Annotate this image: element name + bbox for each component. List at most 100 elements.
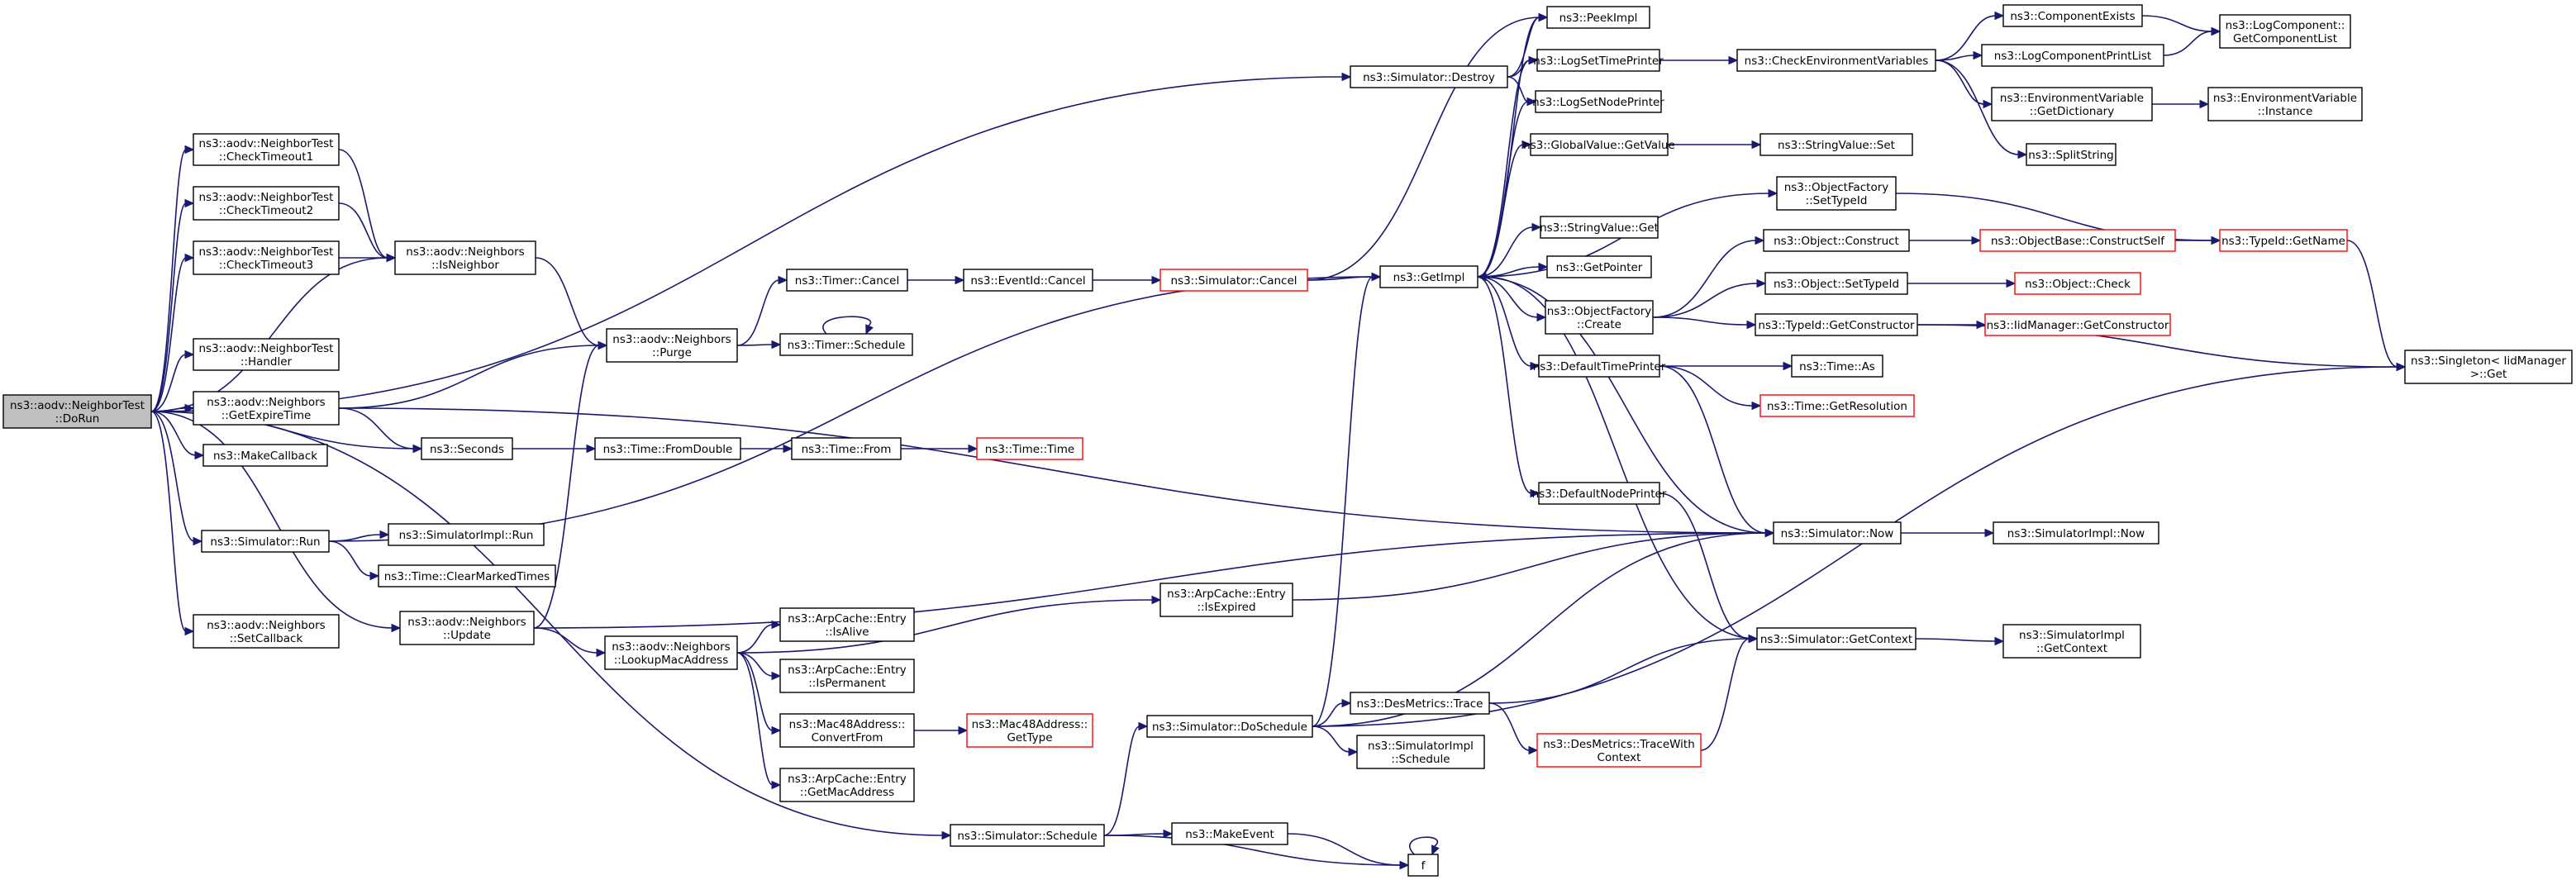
node-box bbox=[2002, 4, 2143, 27]
node-simimplnow[interactable]: ns3::SimulatorImpl::Now bbox=[1993, 521, 2159, 545]
node-label: ns3::StringValue::Set bbox=[1778, 139, 1895, 152]
node-macgettype[interactable]: ns3::Mac48Address::GetType bbox=[966, 713, 1093, 748]
node-seconds[interactable]: ns3::Seconds bbox=[421, 437, 513, 460]
node-splitstring[interactable]: ns3::SplitString bbox=[2026, 143, 2117, 166]
node-simimplschedule[interactable]: ns3::SimulatorImpl::Schedule bbox=[1356, 735, 1485, 769]
node-componentexists[interactable]: ns3::ComponentExists bbox=[2002, 4, 2143, 27]
node-checkenv[interactable]: ns3::CheckEnvironmentVariables bbox=[1736, 49, 1936, 72]
node-singletonget[interactable]: ns3::Singleton< IidManager>::Get bbox=[2404, 350, 2573, 384]
node-label: ns3::Timer::Cancel bbox=[795, 274, 899, 288]
node-timetime[interactable]: ns3::Time::Time bbox=[976, 437, 1083, 460]
node-label: ns3::Time::From bbox=[802, 443, 892, 456]
node-logsetnode[interactable]: ns3::LogSetNodePrinter bbox=[1532, 90, 1664, 113]
node-logcompprintlist[interactable]: ns3::LogComponentPrintList bbox=[1981, 44, 2164, 67]
node-simimplrun[interactable]: ns3::SimulatorImpl::Run bbox=[388, 523, 545, 546]
node-getname[interactable]: ns3::TypeId::GetName bbox=[2219, 229, 2348, 252]
node-label: ::GetDictionary bbox=[2030, 105, 2114, 118]
node-simimplgetcontext[interactable]: ns3::SimulatorImpl::GetContext bbox=[2002, 624, 2141, 659]
node-label: ::CheckTimeout3 bbox=[219, 259, 313, 272]
node-box bbox=[1536, 733, 1702, 768]
node-update[interactable]: ns3::aodv::Neighbors::Update bbox=[399, 611, 535, 645]
node-doschedule[interactable]: ns3::Simulator::DoSchedule bbox=[1146, 715, 1313, 738]
node-simdestroy[interactable]: ns3::Simulator::Destroy bbox=[1350, 65, 1508, 88]
node-getresolution[interactable]: ns3::Time::GetResolution bbox=[1759, 394, 1915, 417]
node-defnodeprinter[interactable]: ns3::DefaultNodePrinter bbox=[1532, 482, 1667, 505]
node-simcancel[interactable]: ns3::Simulator::Cancel bbox=[1159, 269, 1308, 292]
node-timerschedule[interactable]: ns3::Timer::Schedule bbox=[779, 333, 913, 356]
node-label: ::IsExpired bbox=[1197, 601, 1255, 614]
node-timefrom[interactable]: ns3::Time::From bbox=[791, 437, 902, 460]
node-objconstruct[interactable]: ns3::Object::Construct bbox=[1763, 229, 1910, 252]
edge-timerschedule-to-timerschedule bbox=[822, 316, 874, 335]
node-destrace[interactable]: ns3::DesMetrics::Trace bbox=[1350, 692, 1490, 715]
edge-doschedule-to-getimpl bbox=[1312, 272, 1382, 727]
node-svget[interactable]: ns3::StringValue::Get bbox=[1540, 216, 1659, 239]
node-convertfrom[interactable]: ns3::Mac48Address::ConvertFrom bbox=[779, 713, 915, 748]
node-getmacaddress[interactable]: ns3::ArpCache::Entry::GetMacAddress bbox=[779, 768, 915, 802]
node-handler[interactable]: ns3::aodv::NeighborTest::Handler bbox=[193, 338, 340, 371]
edge-simschedule-to-doschedule bbox=[1103, 721, 1149, 836]
node-constructself[interactable]: ns3::ObjectBase::ConstructSelf bbox=[1979, 229, 2176, 252]
node-label: ns3::DesMetrics::TraceWith bbox=[1543, 738, 1695, 751]
node-label: ns3::SimulatorImpl bbox=[2019, 629, 2125, 642]
node-box bbox=[1979, 229, 2176, 252]
node-label: ns3::PeekImpl bbox=[1559, 12, 1638, 25]
node-logcompgetlist[interactable]: ns3::LogComponent::GetComponentList bbox=[2219, 14, 2351, 49]
node-getexpiretime[interactable]: ns3::aodv::Neighbors::GetExpireTime bbox=[193, 391, 340, 426]
node-label: ns3::CheckEnvironmentVariables bbox=[1745, 55, 1929, 68]
node-getpointer[interactable]: ns3::GetPointer bbox=[1546, 255, 1652, 278]
node-svset[interactable]: ns3::StringValue::Set bbox=[1759, 133, 1913, 156]
node-label: ns3::GlobalValue::GetValue bbox=[1523, 139, 1675, 152]
node-makeevent[interactable]: ns3::MakeEvent bbox=[1171, 822, 1288, 845]
node-box bbox=[2014, 272, 2141, 295]
node-simrun[interactable]: ns3::Simulator::Run bbox=[201, 530, 330, 553]
node-setcallback[interactable]: ns3::aodv::Neighbors::SetCallback bbox=[193, 614, 340, 649]
node-label: ::SetCallback bbox=[230, 632, 303, 645]
node-label: GetType bbox=[1007, 731, 1052, 744]
node-deftimeprinter[interactable]: ns3::DefaultTimePrinter bbox=[1533, 354, 1666, 378]
node-logsettime[interactable]: ns3::LogSetTimePrinter bbox=[1533, 49, 1664, 72]
node-eventcancel[interactable]: ns3::EventId::Cancel bbox=[963, 269, 1093, 292]
node-getconstructor[interactable]: ns3::TypeId::GetConstructor bbox=[1755, 313, 1918, 336]
node-dorun[interactable]: ns3::aodv::NeighborTest::DoRun bbox=[2, 394, 152, 429]
node-label: ns3::Simulator::Schedule bbox=[957, 830, 1097, 843]
node-ispermanent[interactable]: ns3::ArpCache::Entry::IsPermanent bbox=[779, 659, 915, 693]
node-isalive[interactable]: ns3::ArpCache::Entry::IsAlive bbox=[779, 607, 915, 642]
node-envgetdict[interactable]: ns3::EnvironmentVariable::GetDictionary bbox=[1991, 87, 2153, 121]
node-checktimeout1[interactable]: ns3::aodv::NeighborTest::CheckTimeout1 bbox=[193, 133, 340, 166]
node-getimpl[interactable]: ns3::GetImpl bbox=[1379, 265, 1478, 288]
node-timeas[interactable]: ns3::Time::As bbox=[1791, 354, 1883, 378]
node-f[interactable]: f bbox=[1407, 854, 1439, 877]
node-simgetcontext[interactable]: ns3::Simulator::GetContext bbox=[1756, 627, 1917, 650]
node-fromdouble[interactable]: ns3::Time::FromDouble bbox=[594, 437, 741, 460]
node-peekimpl[interactable]: ns3::PeekImpl bbox=[1546, 6, 1650, 29]
node-isneighbor[interactable]: ns3::aodv::Neighbors::IsNeighbor bbox=[394, 240, 536, 275]
node-label: ns3::DefaultTimePrinter bbox=[1533, 360, 1666, 373]
node-objcheck[interactable]: ns3::Object::Check bbox=[2014, 272, 2141, 295]
node-box bbox=[976, 437, 1083, 460]
node-envinstance[interactable]: ns3::EnvironmentVariable::Instance bbox=[2207, 87, 2363, 121]
node-iidgetconstructor[interactable]: ns3::IidManager::GetConstructor bbox=[1984, 313, 2171, 336]
node-clearmarked[interactable]: ns3::Time::ClearMarkedTimes bbox=[378, 564, 556, 587]
node-lookupmac[interactable]: ns3::aodv::Neighbors::LookupMacAddress bbox=[604, 635, 738, 670]
edge-dorun-to-handler bbox=[150, 350, 195, 412]
node-simschedule[interactable]: ns3::Simulator::Schedule bbox=[950, 824, 1105, 847]
node-box bbox=[2404, 350, 2573, 384]
node-label: ns3::aodv::Neighbors bbox=[207, 396, 325, 409]
node-objsettypeid[interactable]: ns3::Object::SetTypeId bbox=[1764, 272, 1908, 295]
node-checktimeout3[interactable]: ns3::aodv::NeighborTest::CheckTimeout3 bbox=[193, 240, 340, 275]
node-ofsettypeid[interactable]: ns3::ObjectFactory::SetTypeId bbox=[1776, 176, 1897, 211]
node-ofcreate[interactable]: ns3::ObjectFactory::Create bbox=[1545, 300, 1654, 335]
node-label: ns3::Simulator::Now bbox=[1781, 527, 1894, 540]
edge-logcompprintlist-to-logcompgetlist bbox=[2163, 26, 2221, 56]
node-checktimeout2[interactable]: ns3::aodv::NeighborTest::CheckTimeout2 bbox=[193, 186, 340, 221]
node-timercancel[interactable]: ns3::Timer::Cancel bbox=[786, 269, 908, 292]
node-isexpired[interactable]: ns3::ArpCache::Entry::IsExpired bbox=[1159, 583, 1293, 617]
node-purge[interactable]: ns3::aodv::Neighbors::Purge bbox=[606, 328, 738, 363]
node-simnow[interactable]: ns3::Simulator::Now bbox=[1773, 521, 1902, 545]
node-box bbox=[421, 437, 513, 460]
node-gvgetvalue[interactable]: ns3::GlobalValue::GetValue bbox=[1523, 133, 1675, 156]
node-box bbox=[1350, 692, 1490, 715]
node-makecallback[interactable]: ns3::MakeCallback bbox=[202, 444, 328, 467]
